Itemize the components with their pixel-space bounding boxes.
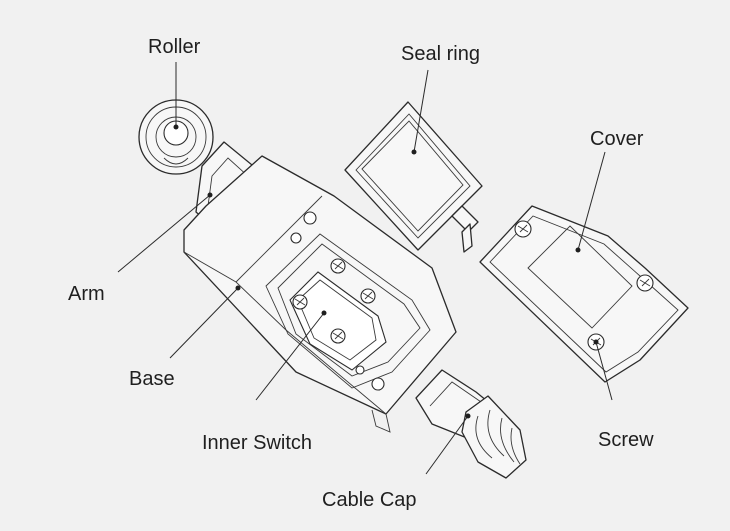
cable-cap-label: Cable Cap bbox=[322, 489, 417, 511]
arm-label: Arm bbox=[68, 283, 105, 305]
seal-ring-part bbox=[344, 101, 483, 253]
screw-label: Screw bbox=[598, 429, 654, 451]
inner-switch-leader bbox=[255, 312, 325, 401]
inner-switch-label: Inner Switch bbox=[202, 432, 313, 454]
roller-label: Roller bbox=[148, 36, 201, 58]
base-label: Base bbox=[129, 368, 175, 390]
seal-ring-label: Seal ring bbox=[401, 43, 480, 65]
base-leader bbox=[169, 287, 239, 359]
cable-cap-part bbox=[415, 369, 527, 479]
cover-part bbox=[479, 205, 689, 383]
inner-switch-part bbox=[289, 258, 387, 371]
screw-leader bbox=[595, 341, 613, 401]
seal-ring-leader bbox=[413, 69, 429, 153]
arm-leader bbox=[117, 194, 211, 273]
cover-label: Cover bbox=[590, 128, 644, 150]
cable-cap-leader bbox=[425, 415, 469, 475]
leader-lines bbox=[117, 62, 613, 475]
cover-leader bbox=[577, 151, 606, 251]
